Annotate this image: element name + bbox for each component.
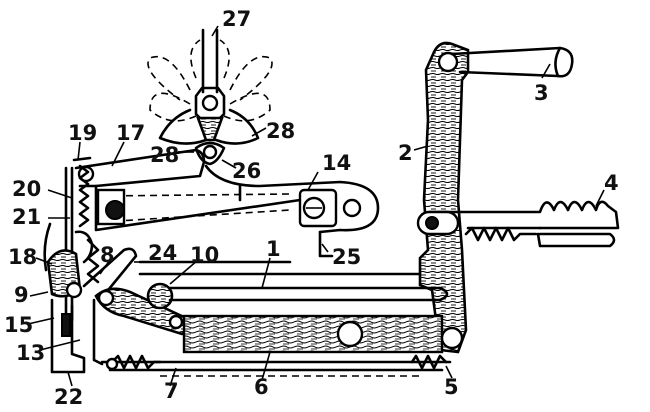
spring-rack [464, 226, 538, 242]
label-22: 22 [54, 385, 83, 409]
label-2: 2 [398, 141, 413, 165]
label-7: 7 [164, 379, 179, 403]
label-19: 19 [68, 121, 97, 145]
label-26: 26 [232, 159, 261, 183]
label-28-left: 28 [150, 143, 179, 167]
label-28-top: 28 [266, 119, 295, 143]
bar-22 [50, 298, 104, 374]
label-27: 27 [222, 7, 251, 31]
label-18: 18 [8, 245, 37, 269]
label-17: 17 [116, 121, 145, 145]
rack-4 [416, 200, 620, 248]
label-4: 4 [604, 171, 619, 195]
label-21: 21 [12, 205, 41, 229]
arm-14 [204, 164, 380, 258]
wheel-27-28 [147, 28, 273, 166]
label-20: 20 [12, 177, 41, 201]
pawl-10 [138, 260, 422, 310]
label-9: 9 [14, 283, 29, 307]
reference-labels: 27 3 28 2 19 17 28 26 14 4 20 21 25 18 8… [4, 7, 619, 409]
label-6: 6 [254, 375, 269, 399]
label-24: 24 [148, 241, 177, 265]
spring-7 [105, 354, 162, 371]
label-5: 5 [444, 375, 459, 399]
leader-lines [27, 25, 605, 387]
lever-2 [418, 41, 470, 354]
label-1: 1 [266, 237, 281, 261]
label-15: 15 [4, 313, 33, 337]
label-10: 10 [190, 243, 219, 267]
label-3: 3 [534, 81, 549, 105]
spring-5 [410, 354, 448, 370]
label-13: 13 [16, 341, 45, 365]
label-14: 14 [322, 151, 351, 175]
label-8: 8 [100, 243, 115, 267]
rod-1 [168, 286, 449, 302]
label-25: 25 [332, 245, 361, 269]
bar-3 [450, 46, 574, 78]
